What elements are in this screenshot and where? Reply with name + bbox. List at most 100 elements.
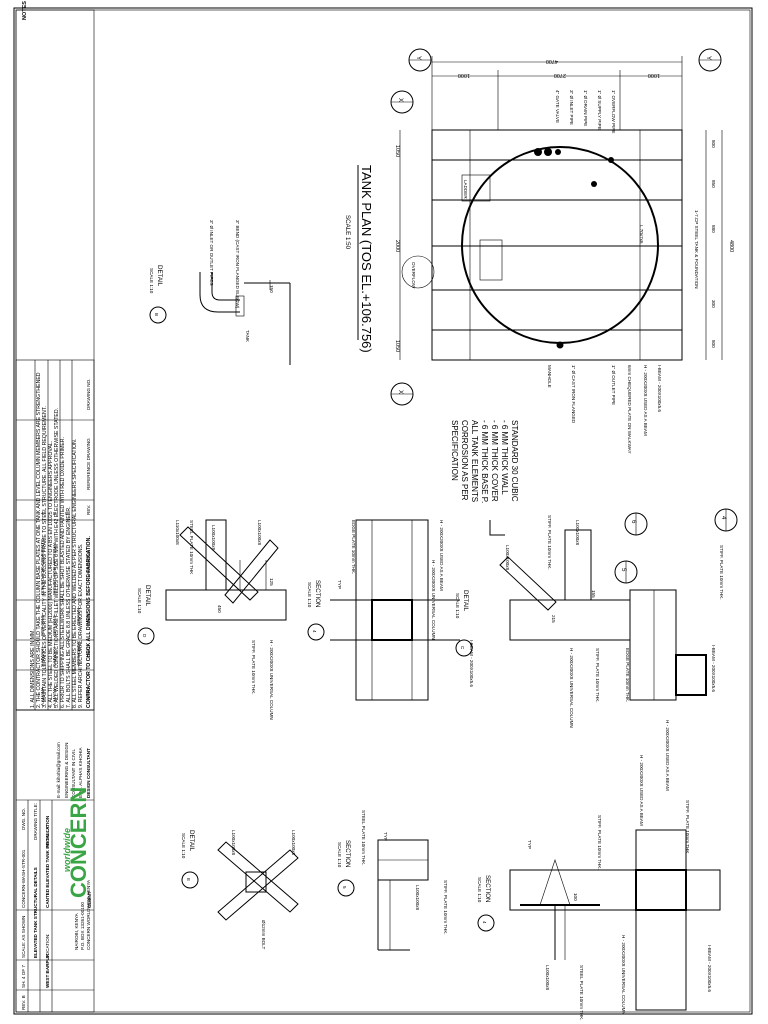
consultant-line: E-mail: kihohia@gmail.com: [56, 742, 61, 798]
note-line: 2. THE CONTRACTOR SHOULD TAKE THE COLUMN…: [36, 372, 42, 708]
detail-d-label: L100x100x8: [257, 520, 262, 545]
reference-drawing-header: REFERENCE DRAWING: [86, 438, 91, 490]
location-label: LOCATION:: [45, 934, 50, 958]
pipe-marker: [534, 148, 542, 156]
section-5-label: L100x100x8: [415, 885, 420, 910]
title-block: DESIGN CONSULTANT ENG. ALPHAS KIHOHIA CO…: [15, 709, 95, 1013]
grid-letter: Y: [415, 56, 422, 60]
consultant-line: ENGINEERING & DESIGN: [64, 743, 69, 798]
rev-letter: A: [40, 511, 45, 515]
consultant-line: CONSULTANT IN CIVIL: [71, 749, 76, 798]
tank-plan: 4700 1000 2700 1000 4800 800 850 880 300…: [344, 48, 734, 503]
section-5-label: STIFF. PLATE 10mm THK.: [443, 880, 448, 935]
dim-text: 800: [711, 140, 716, 148]
location-name: WEST BARPUR: [45, 953, 50, 988]
appd-header: APPD: [86, 687, 91, 700]
pipe-marker: [608, 157, 614, 163]
detail-c-title: DETAIL: [462, 590, 469, 612]
l70-label: L 70x7x6: [639, 225, 644, 244]
section-4a-marker: 4: [312, 630, 317, 633]
section-marker-5: 5: [614, 560, 638, 584]
grid-letter: X: [397, 390, 404, 394]
dim-text: 1000: [458, 72, 470, 78]
section-4a-label: TYP: [337, 580, 342, 589]
pipe-marker: [591, 181, 597, 187]
detail-e-label: L100x100x8: [231, 830, 236, 855]
brace-angle: [217, 849, 299, 921]
detail-b-marker: B: [154, 313, 159, 316]
rev-description: ISSUED FOR COMMENTS: [40, 539, 45, 595]
rev-chkd: S.MWAKI: [40, 647, 45, 667]
detail-d-label: 450: [217, 605, 222, 613]
column-angle: [564, 529, 592, 601]
client-heading: CLIENT: [87, 891, 92, 908]
detail-d-label: 125: [269, 578, 274, 586]
section-4b-label: L100x100x8: [545, 965, 550, 990]
tank-foundation-label: 1-7.CP STEEL TANK & FOUNDATION: [694, 210, 699, 289]
ladder: [461, 174, 491, 202]
revision-code: REV. B: [21, 995, 26, 1010]
platform-deck: [431, 129, 683, 361]
callout: 1" Ø OUTLET PIPE: [611, 365, 616, 405]
elbow-pipe: [199, 272, 240, 313]
detail-e-label: L100x100x8: [291, 830, 296, 855]
dim-text: 800: [711, 340, 716, 348]
base-plate: [509, 599, 631, 641]
note-line: 9. REFER ARCHITECTURAL DRAWINGS FOR EXAC…: [78, 544, 84, 708]
section-5: STEEL PLATE 10mm THK. STIFF. PLATE 10mm …: [337, 810, 448, 951]
dim-text: 1050: [394, 145, 400, 157]
date-header: DATE: [86, 613, 91, 625]
detail-b-label: TANK: [245, 330, 250, 343]
section-5-label: TYP: [383, 832, 388, 841]
note-line: 6. PRIOR TO SHIPPING ALL STEELWORK SHALL…: [60, 437, 66, 708]
section-4a: EDGE PLATE 10mm THK. H - 200X200X8 USED …: [307, 519, 474, 701]
detail-c-label: EDGE PLATE 10mm THK.: [625, 648, 630, 702]
connection-plate: [371, 599, 413, 641]
rev-date: SEP 2019: [40, 615, 45, 636]
column-section: [355, 519, 429, 701]
client-address: P.O. BOX 13261-00100: [80, 902, 85, 950]
detail-b-title: DETAIL: [156, 265, 163, 287]
rev-date: SEP 2019: [52, 615, 57, 636]
marker-number: 6: [630, 520, 637, 524]
spec-line: STANDARD 30 CUBIC: [510, 420, 519, 502]
brace-angle: [499, 556, 557, 611]
detail-b: 3" BEND (CAST IRON FLANGED ELBOW) 3" Ø I…: [149, 220, 291, 365]
flange: [235, 295, 245, 317]
drawing-no: CONCERN-WASH-STR-001: [21, 849, 26, 908]
section-4a-scale: SCALE 1:10: [307, 582, 312, 608]
gusset-plate: [245, 871, 267, 893]
client-address: NAIROBI, KENYA: [74, 912, 79, 950]
tank-plan-title: TANK PLAN (TOS EL.+106.756): [359, 165, 374, 353]
client-logo: CONCERN: [66, 787, 91, 898]
client-address: CONCERN WORLDWIDE KENYA: [86, 879, 91, 950]
spec-line: - 6 MM THICK BASE P.: [480, 420, 489, 503]
column-angle: [205, 519, 227, 591]
section-5-title: SECTION: [344, 840, 351, 868]
detail-c-label: STIFF. PLATE 10mm THK.: [595, 648, 600, 703]
section-4b-label: STIFF. PLATE 10mm THK.: [685, 800, 690, 855]
note-line: 1. ALL DIMENSIONS ARE IN MM.: [30, 629, 36, 708]
brace-angle: [224, 539, 279, 604]
note-line: 3. MAINTAIN TOLERANCES OF VERTICALITY IN…: [42, 406, 48, 708]
callout: MANHOLE: [547, 365, 552, 388]
dim-text: 2700: [554, 72, 566, 78]
section-4a-label: I-BEAM - 200X100x5.6: [469, 640, 474, 687]
grid-marker-x-left: X: [390, 90, 414, 114]
connection-plate: [635, 869, 687, 911]
callout: LADDER: [463, 180, 468, 199]
section-4a-label: H - 200X200X8 USED AS A BEAM: [439, 520, 444, 591]
water-tank: [461, 146, 659, 344]
revisions-header: REVISIONS: [86, 550, 91, 575]
marker-number: 5: [620, 568, 627, 572]
detail-b-label: 150: [269, 285, 274, 293]
column-elevation: [635, 829, 687, 1011]
overflow-detail: [401, 255, 435, 289]
spec-line: CORROSION AS PER: [460, 420, 469, 501]
detail-b-label: 3" Ø INLET OR OUTLET PIPES: [209, 220, 214, 286]
section-marker-6: 6: [624, 512, 648, 536]
spec-line: - 6 MM THICK COVER: [490, 420, 499, 502]
detail-d-scale: SCALE 1:10: [137, 588, 142, 614]
detail-d-title: DETAIL: [144, 585, 151, 607]
